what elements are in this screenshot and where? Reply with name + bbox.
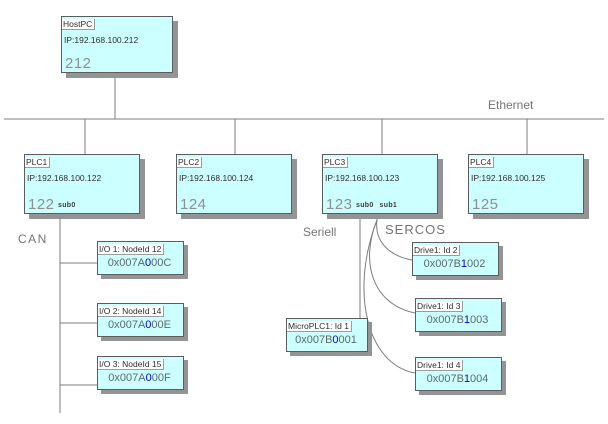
node-plc2-title: PLC2 <box>177 157 203 168</box>
address-highlight: 0 <box>145 257 152 269</box>
node-hostpc[interactable]: HostPC IP:192.168.100.212 212 <box>61 16 173 73</box>
ethernet-bus-label: Ethernet <box>488 98 534 112</box>
node-io3[interactable]: I/O 3: NodeId 15 0x007A000F <box>97 356 184 390</box>
node-plc2-id: 124 <box>180 196 207 213</box>
address-suffix: 00F <box>151 372 171 384</box>
node-drive-id2-title: Drive1: Id 2 <box>413 245 461 256</box>
node-drive-id2-address: 0x007B1002 <box>413 258 496 271</box>
address-prefix: 0x007B <box>426 373 464 385</box>
address-prefix: 0x007B <box>423 258 461 270</box>
seriell-bus-label: Seriell <box>303 225 337 239</box>
address-suffix: 00E <box>151 319 171 331</box>
address-highlight: 0 <box>145 372 152 384</box>
node-plc4-title: PLC4 <box>469 157 495 168</box>
node-drive-id3[interactable]: Drive1: Id 3 0x007B1003 <box>415 298 502 332</box>
node-plc2[interactable]: PLC2 IP:192.168.100.124 124 <box>176 154 292 214</box>
node-drive-id3-address: 0x007B1003 <box>416 314 499 327</box>
node-plc3-ip: IP:192.168.100.123 <box>325 173 400 183</box>
node-drive-id2[interactable]: Drive1: Id 2 0x007B1002 <box>412 242 499 276</box>
subnet-label: sub1 <box>379 202 398 209</box>
address-suffix: 002 <box>467 258 486 270</box>
node-io2-address: 0x007A000E <box>98 319 181 332</box>
address-highlight: 1 <box>460 258 468 270</box>
node-plc4-id: 125 <box>472 196 499 213</box>
node-io1-title: I/O 1: NodeId 12 <box>98 244 165 255</box>
address-highlight: 1 <box>463 314 471 326</box>
node-io2[interactable]: I/O 2: NodeId 14 0x007A000E <box>97 303 184 337</box>
sercos-arc-drive4 <box>363 219 416 374</box>
node-plc2-ip: IP:192.168.100.124 <box>179 173 254 183</box>
address-prefix: 0x007A <box>108 372 146 384</box>
node-plc4-ip: IP:192.168.100.125 <box>471 173 546 183</box>
subnet-label: sub0 <box>58 202 76 209</box>
node-io1-address: 0x007A000C <box>98 257 181 270</box>
node-plc3-id: 123 <box>326 196 353 213</box>
node-drive-id3-title: Drive1: Id 3 <box>416 301 464 312</box>
node-drive-id4-address: 0x007B1004 <box>416 373 499 386</box>
node-drive-id4-title: Drive1: Id 4 <box>416 360 464 371</box>
node-io2-title: I/O 2: NodeId 14 <box>98 306 165 317</box>
address-highlight: 0 <box>145 319 152 331</box>
node-microplc1-title: MicroPLC1: Id 1 <box>287 321 352 332</box>
address-prefix: 0x007A <box>107 257 145 269</box>
node-hostpc-title: HostPC <box>62 19 96 30</box>
node-hostpc-id: 212 <box>65 55 92 72</box>
address-suffix: 003 <box>470 314 489 326</box>
address-prefix: 0x007A <box>107 319 146 331</box>
node-io1[interactable]: I/O 1: NodeId 12 0x007A000C <box>97 241 184 275</box>
address-highlight: 1 <box>463 373 471 385</box>
address-suffix: 00C <box>151 257 172 269</box>
subnet-label: sub0 <box>356 202 374 209</box>
node-io3-address: 0x007A000F <box>98 372 181 385</box>
node-microplc1-address: 0x007B0001 <box>287 334 365 347</box>
address-prefix: 0x007B <box>426 314 464 326</box>
node-plc1-id: 122 <box>28 196 55 213</box>
node-plc1-title: PLC1 <box>25 157 51 168</box>
sercos-bus-label: SERCOS <box>385 222 446 237</box>
node-microplc1[interactable]: MicroPLC1: Id 1 0x007B0001 <box>286 318 368 352</box>
sercos-arc-drive2 <box>376 219 413 261</box>
node-plc1[interactable]: PLC1 IP:192.168.100.122 122 sub0 <box>24 154 140 214</box>
node-plc1-subnets: sub0 <box>58 202 88 209</box>
address-suffix: 004 <box>470 373 489 385</box>
node-plc1-ip: IP:192.168.100.122 <box>27 173 102 183</box>
node-io3-title: I/O 3: NodeId 15 <box>98 359 165 370</box>
node-plc4[interactable]: PLC4 IP:192.168.100.125 125 <box>468 154 584 214</box>
address-suffix: 001 <box>338 334 357 346</box>
node-drive-id4[interactable]: Drive1: Id 4 0x007B1004 <box>415 357 502 391</box>
node-plc3-subnets: sub0 sub1 <box>356 202 403 209</box>
node-plc3[interactable]: PLC3 IP:192.168.100.123 123 sub0 sub1 <box>322 154 438 214</box>
node-plc3-title: PLC3 <box>323 157 349 168</box>
address-highlight: 0 <box>332 334 339 346</box>
node-hostpc-ip: IP:192.168.100.212 <box>64 35 139 45</box>
address-prefix: 0x007B <box>295 334 333 346</box>
can-bus-label: CAN <box>18 232 48 246</box>
